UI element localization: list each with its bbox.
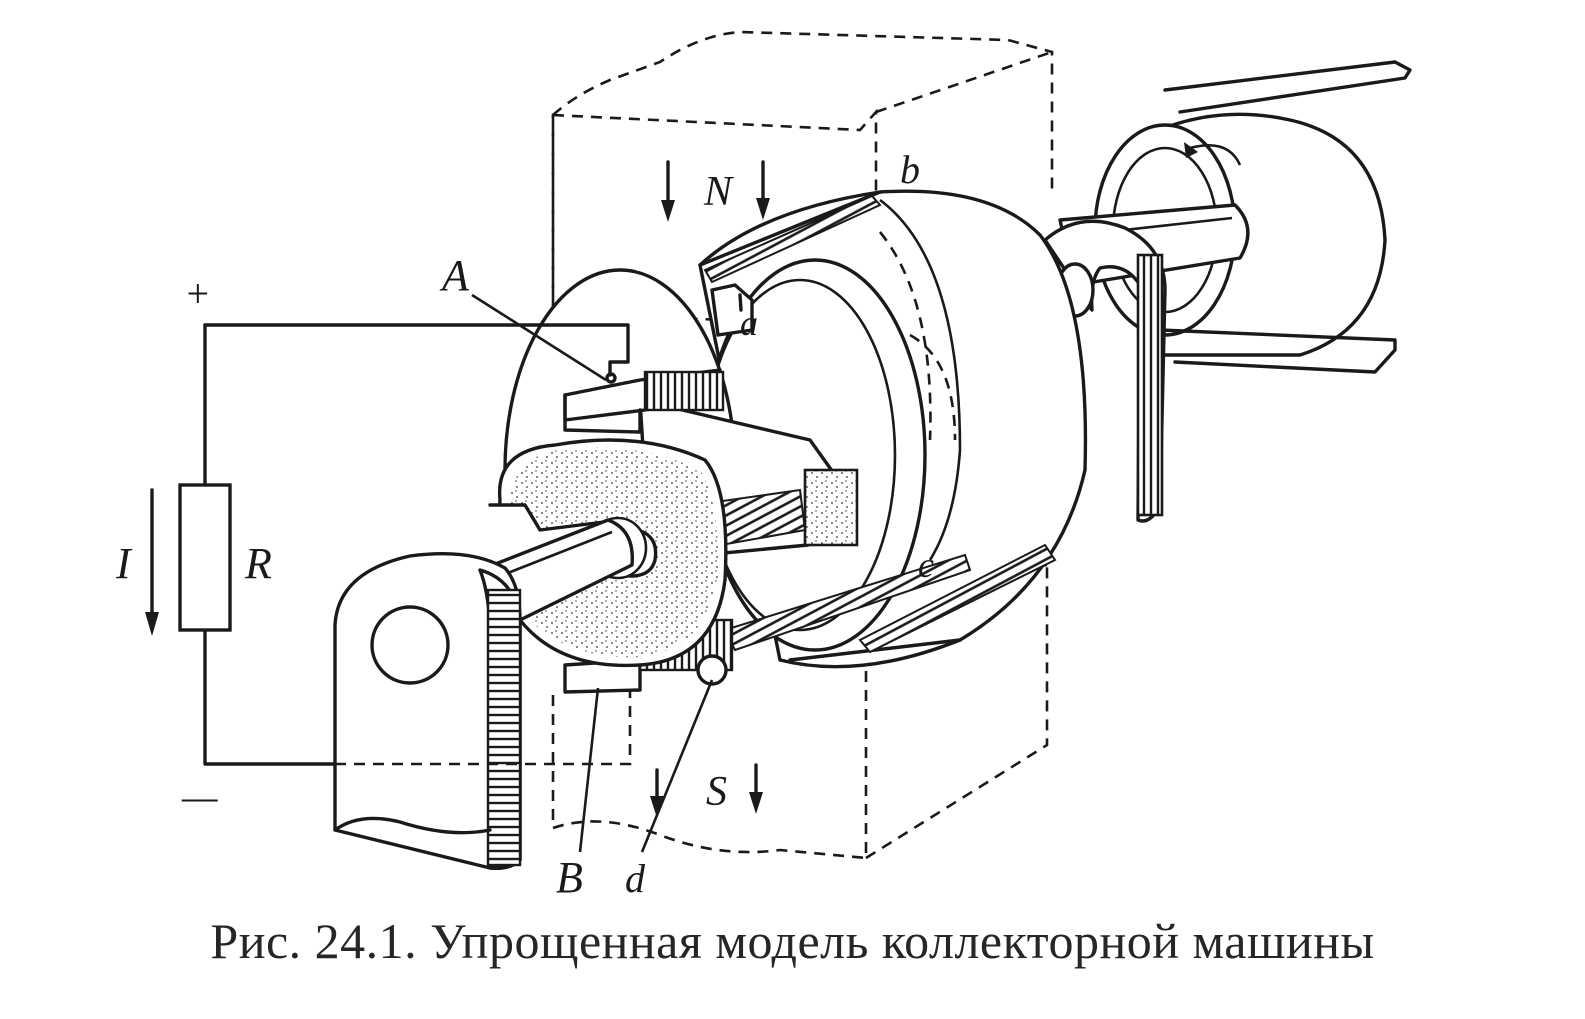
leader-lines bbox=[471, 293, 714, 853]
figure-caption: Рис. 24.1. Упрощенная модель коллекторно… bbox=[210, 913, 1375, 969]
point-a-label: a bbox=[740, 303, 758, 343]
field-arrows bbox=[650, 160, 770, 818]
external-circuit bbox=[145, 323, 632, 766]
minus-label: — bbox=[181, 774, 218, 819]
brush-a-label: A bbox=[439, 251, 470, 300]
plus-label: + bbox=[184, 271, 211, 316]
left-bearing bbox=[333, 552, 522, 871]
point-d-label: d bbox=[625, 856, 646, 901]
point-c-label: c bbox=[918, 545, 934, 585]
current-label: I bbox=[115, 539, 133, 588]
current-arrow-icon bbox=[145, 612, 159, 636]
resistor-label: R bbox=[244, 539, 272, 588]
north-pole-label: N bbox=[703, 169, 734, 215]
south-pole-label: S bbox=[706, 769, 727, 815]
point-b-label: b bbox=[900, 147, 920, 192]
brush-b-label: B bbox=[556, 853, 583, 902]
right-bearing bbox=[1043, 219, 1167, 523]
resistor-symbol bbox=[178, 483, 232, 632]
